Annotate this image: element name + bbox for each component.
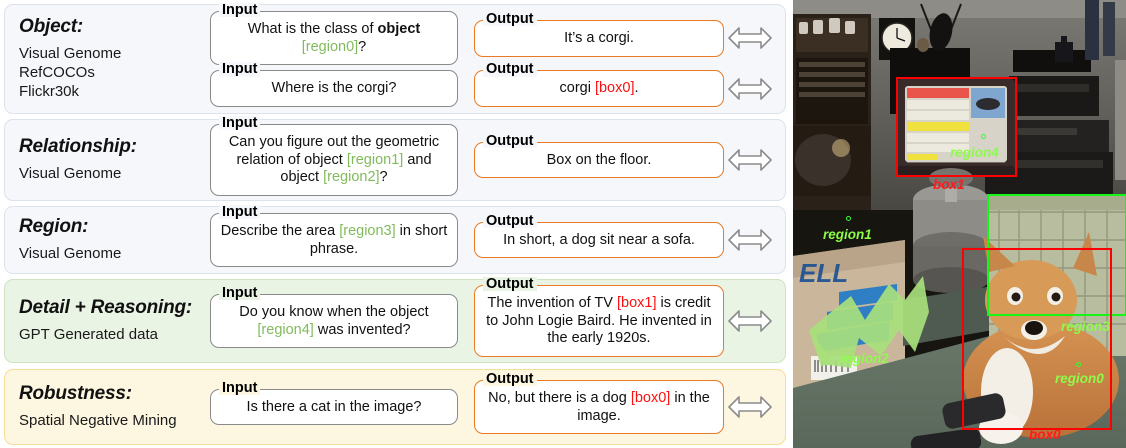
region4-dot <box>981 134 986 139</box>
input-text: Do you know when the object [region4] wa… <box>239 303 429 338</box>
dataset-name: Flickr30k <box>19 83 80 101</box>
bbox-box0 <box>962 248 1112 430</box>
input-text: Describe the area [region3] in short phr… <box>220 222 448 257</box>
output-legend: Output <box>483 214 537 230</box>
task-title-region: Region: <box>19 215 89 237</box>
output-legend: Output <box>483 62 537 79</box>
region0-dot <box>1076 362 1081 367</box>
region1-label: region1 <box>823 227 872 242</box>
output-text: Box on the floor. <box>546 151 652 168</box>
task-title-detail-reasoning: Detail + Reasoning: <box>19 296 193 318</box>
bidirectional-arrow-icon <box>724 148 776 172</box>
task-label-column-region: Region: Visual Genome <box>5 215 210 263</box>
task-row-detail-reasoning: Detail + Reasoning: GPT Generated data Inp… <box>4 277 786 363</box>
task-datasets-detail-reasoning: GPT Generated data <box>19 325 210 344</box>
dataset-name: Visual Genome <box>19 244 122 262</box>
output-box[interactable]: Output corgi [box0]. <box>474 62 724 108</box>
dataset-name: Spatial Negative Mining <box>19 411 177 429</box>
bidirectional-arrow-icon <box>724 26 776 50</box>
input-legend: Input <box>219 116 261 132</box>
region1-dot <box>846 216 851 221</box>
input-legend: Input <box>219 205 261 221</box>
task-label-column-relationship: Relationship: Visual Genome <box>5 135 210 183</box>
output-text: corgi [box0]. <box>559 80 639 97</box>
input-text: Is there a cat in the image? <box>246 398 422 415</box>
output-legend: Output <box>483 372 537 388</box>
input-text: What is the class of object [region0]? <box>247 20 421 55</box>
output-text: It’s a corgi. <box>564 29 634 46</box>
bbox-box1 <box>896 77 1017 177</box>
dataset-name: RefCOCOs <box>19 63 95 81</box>
output-legend: Output <box>483 134 537 150</box>
region2-label: region2 <box>840 351 889 366</box>
annotated-photo: ELL <box>793 0 1126 448</box>
task-label-column-robustness: Robustness: Spatial Negative Mining <box>5 382 210 430</box>
bidirectional-arrow-icon <box>724 228 776 252</box>
box1-label: box1 <box>933 177 965 192</box>
task-datasets-robustness: Spatial Negative Mining <box>19 411 210 430</box>
input-legend: Input <box>219 62 261 79</box>
region4-label: region4 <box>950 145 999 160</box>
output-text: No, but there is a dog [box0] in the ima… <box>488 389 710 424</box>
output-legend: Output <box>483 12 537 28</box>
task-title-relationship: Relationship: <box>19 135 137 157</box>
input-legend: Input <box>219 3 261 19</box>
bidirectional-arrow-icon <box>724 309 776 333</box>
output-text: The invention of TV [box1] is credit to … <box>486 294 712 347</box>
region0-label: region0 <box>1055 371 1104 386</box>
task-datasets-region: Visual Genome <box>19 244 210 263</box>
input-text: Can you figure out the geometric relatio… <box>228 133 440 186</box>
input-legend: Input <box>219 381 261 397</box>
box0-label: box0 <box>1029 427 1061 442</box>
svg-text:ELL: ELL <box>799 258 848 288</box>
task-label-column-detail-reasoning: Detail + Reasoning: GPT Generated data <box>5 296 210 344</box>
dataset-name: Visual Genome <box>19 164 122 182</box>
dataset-name: GPT Generated data <box>19 325 158 343</box>
input-legend: Input <box>219 286 261 302</box>
region3-label: region3 <box>1061 319 1110 334</box>
output-text: In short, a dog sit near a sofa. <box>503 231 695 248</box>
bidirectional-arrow-icon <box>724 77 776 101</box>
task-datasets-relationship: Visual Genome <box>19 164 210 183</box>
output-legend: Output <box>483 277 537 293</box>
task-title-robustness: Robustness: <box>19 382 132 404</box>
bidirectional-arrow-icon <box>724 395 776 419</box>
task-title-object: Object: <box>19 15 84 37</box>
input-text: Where is the corgi? <box>271 80 397 97</box>
dataset-name: Visual Genome <box>19 44 122 62</box>
